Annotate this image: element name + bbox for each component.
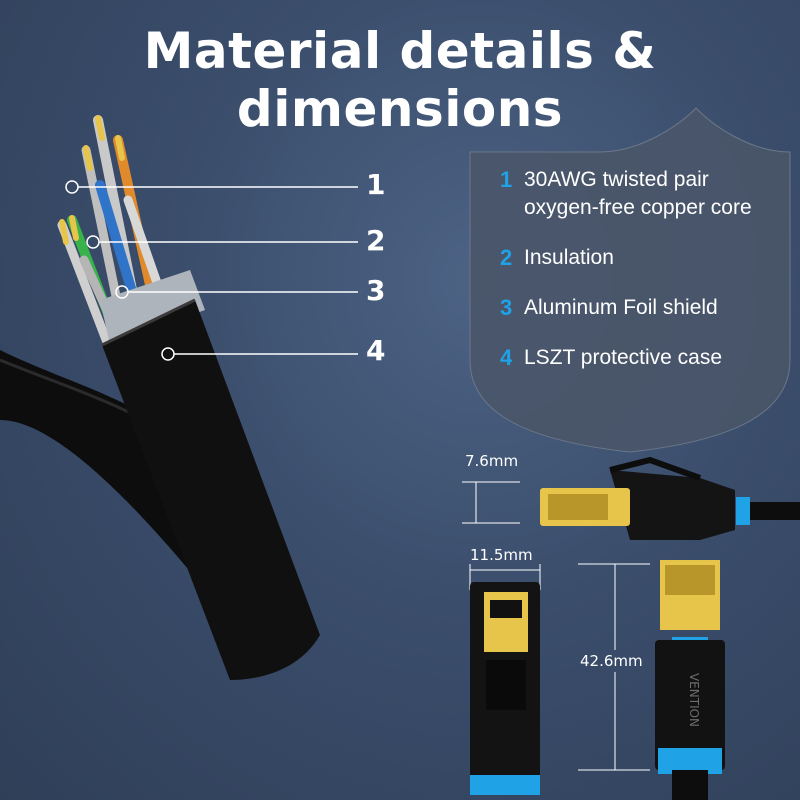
callout-lines bbox=[65, 180, 358, 361]
callout-number-1: 1 bbox=[366, 168, 386, 201]
dimension-guides bbox=[462, 481, 650, 771]
feature-item-2: 2 Insulation bbox=[500, 244, 790, 272]
plug-side-view bbox=[540, 456, 800, 540]
feature-text: Aluminum Foil shield bbox=[524, 296, 718, 319]
foil-shield bbox=[100, 270, 205, 345]
feature-text: Insulation bbox=[524, 246, 614, 269]
cable-jacket bbox=[102, 300, 320, 680]
plug-front-view bbox=[470, 582, 540, 795]
dimension-width-label: 11.5mm bbox=[470, 546, 533, 564]
shield-badge bbox=[469, 107, 791, 453]
brand-text: VENTION bbox=[687, 673, 701, 727]
callout-number-3: 3 bbox=[366, 274, 386, 307]
feature-item-4: 4 LSZT protective case bbox=[500, 344, 790, 372]
callout-number-2: 2 bbox=[366, 224, 386, 257]
feature-text: LSZT protective case bbox=[524, 346, 723, 369]
feature-item-1: 1 30AWG twisted pair oxygen-free copper … bbox=[500, 166, 790, 222]
dimension-length-label: 42.6mm bbox=[580, 652, 643, 670]
plug-top-view: VENTION bbox=[655, 560, 725, 800]
feature-number: 4 bbox=[500, 345, 513, 370]
cable-loop bbox=[0, 350, 230, 620]
feature-text: 30AWG twisted pair oxygen-free copper co… bbox=[524, 168, 752, 219]
feature-number: 1 bbox=[500, 167, 513, 192]
dimension-height-label: 7.6mm bbox=[465, 452, 519, 470]
feature-item-3: 3 Aluminum Foil shield bbox=[500, 294, 790, 322]
feature-number: 2 bbox=[500, 245, 513, 270]
callout-number-4: 4 bbox=[366, 334, 386, 367]
page-title: Material details & dimensions bbox=[143, 22, 657, 138]
feature-number: 3 bbox=[500, 295, 513, 320]
feature-list: 1 30AWG twisted pair oxygen-free copper … bbox=[500, 166, 790, 394]
